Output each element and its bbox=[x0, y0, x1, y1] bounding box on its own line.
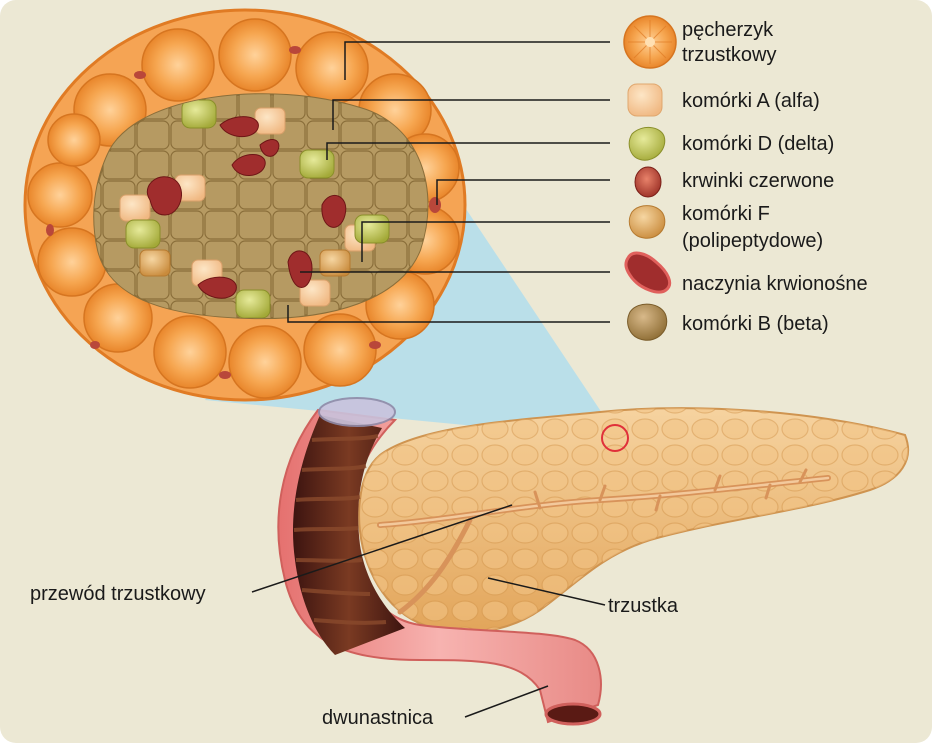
red-blood-cell-icon bbox=[635, 167, 661, 197]
legend-label-rbc: krwinki czerwone bbox=[682, 170, 834, 192]
legend-label-f-cell-line1: komórki F bbox=[682, 203, 770, 225]
legend-label-alpha: komórki A (alfa) bbox=[682, 90, 820, 112]
magnified-islet bbox=[25, 10, 465, 400]
legend-label-beta: komórki B (beta) bbox=[682, 313, 829, 335]
beta-cell-icon bbox=[628, 304, 667, 340]
label-pancreatic-duct: przewód trzustkowy bbox=[30, 583, 206, 605]
legend-label-acinus-line2: trzustkowy bbox=[682, 44, 776, 66]
f-cell-icon bbox=[629, 206, 664, 239]
label-pancreas: trzustka bbox=[608, 595, 679, 617]
legend-label-vessel: naczynia krwionośne bbox=[682, 273, 868, 295]
legend-label-acinus-line1: pęcherzyk bbox=[682, 19, 774, 41]
legend-label-f-cell-line2: (polipeptydowe) bbox=[682, 230, 823, 252]
label-duodenum: dwunastnica bbox=[322, 707, 434, 729]
alpha-cell-icon bbox=[628, 84, 662, 116]
legend-label-delta: komórki D (delta) bbox=[682, 133, 834, 155]
